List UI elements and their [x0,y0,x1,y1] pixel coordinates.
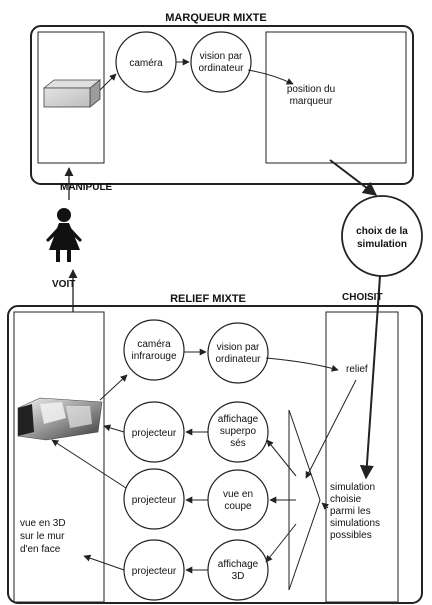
simulation-text-5: possibles [330,530,372,541]
marker-left-panel [37,31,105,164]
camera-label: caméra [129,58,163,69]
choice-label-1: choix de la [356,226,408,237]
choice-label-2: simulation [357,239,407,250]
cross-section-label-2: coupe [224,501,252,512]
vision-label-top-2: ordinateur [198,63,244,74]
overlay-display-label-3: sés [230,438,246,449]
relief-title: RELIEF MIXTE [170,293,246,305]
marqueur-frame [30,25,414,185]
simulation-text-4: simulations [330,518,380,529]
relief-frame [7,305,423,604]
ir-camera-node [123,319,185,381]
simulation-text-3: parmi les [330,506,371,517]
left-panel-text-1: vue en 3D [20,518,66,529]
display-3d-label-1: affichage [218,559,259,570]
arrow-projector1-to-relief [103,424,125,433]
position-label-2: marqueur [290,96,333,107]
arrow-marker-to-choice [329,159,378,196]
projector-label-2: projecteur [132,495,177,506]
vision-label-bottom-2: ordinateur [215,354,261,365]
projector-node-2 [123,468,185,530]
arrow-vision-to-position [247,69,294,85]
relief-surface-image [17,397,103,441]
arrow-box-to-camera [99,73,117,91]
vision-label-bottom-1: vision par [217,342,260,353]
cross-section-node [207,469,269,531]
arrow-projector3-to-wall [83,554,125,571]
marker-box-image [42,79,102,108]
voit-label: VOIT [52,279,75,290]
projector-label-1: projecteur [132,428,177,439]
cross-section-label-1: vue en [223,489,253,500]
display-3d-label-2: 3D [232,571,245,582]
overlay-display-label-1: affichage [218,414,259,425]
marqueur-title: MARQUEUR MIXTE [165,12,266,24]
ir-camera-label-2: infrarouge [131,351,176,362]
left-panel-text-3: d'en face [20,544,61,555]
overlay-display-label-2: superpo [220,426,257,437]
simulation-text-2: choisie [330,494,362,505]
projector-label-3: projecteur [132,566,177,577]
arrow-triangle-to-3d [265,523,297,563]
vision-label-top-1: vision par [200,51,243,62]
arrow-relief-to-ircam [99,374,128,401]
arrow-triangle-to-overlay [266,439,297,477]
relief-left-panel [13,311,105,603]
arrow-simulation-to-triangle [321,502,330,510]
vision-node-bottom [207,322,269,384]
vision-node-top [190,31,252,93]
arrow-relief-to-triangle [305,379,357,479]
left-panel-text-2: sur le mur [20,531,65,542]
relief-right-panel [325,311,399,603]
simulation-text-1: simulation [330,482,375,493]
choice-node [341,195,423,277]
arrow-vision-to-relief [265,357,339,372]
display-3d-node [207,539,269,601]
relief-label: relief [346,364,368,375]
choisit-label: CHOISIT [342,292,383,303]
ir-camera-label-1: caméra [137,339,171,350]
manipule-label: MANIPULE [60,182,113,193]
person-icon [46,208,82,262]
arrow-choice-to-simulation [359,275,381,480]
arrow-projector2-to-relief [51,439,127,489]
position-label-1: position du [287,84,335,95]
marker-right-panel [265,31,407,164]
